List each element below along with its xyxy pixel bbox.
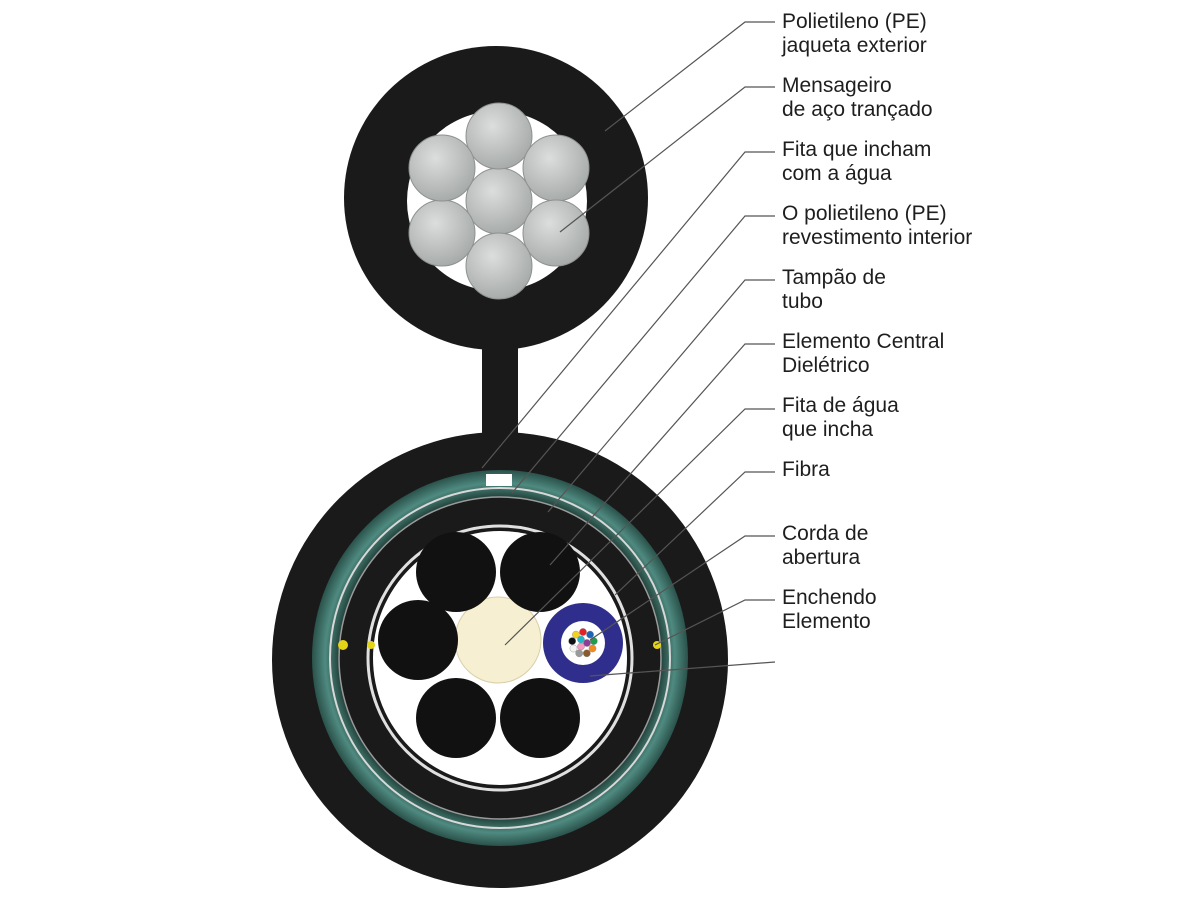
fiber-bundle [568,628,598,658]
figure-8-web [482,330,518,440]
filler-rods [378,532,580,758]
optical-fiber [579,628,587,636]
label-line: Enchendo [782,586,877,609]
steel-strand [522,199,590,267]
label-line: O polietileno (PE) [782,202,947,225]
label-pe-inner-sheath: O polietileno (PE) revestimento interior [782,202,1182,250]
filler-rod [500,678,580,758]
label-tube-plug: Tampão de tubo [782,266,1182,314]
label-filler: Enchendo Elemento [782,586,1182,634]
armor-overlap-gap [486,474,512,486]
leader-line-pe-jacket [604,21,775,132]
filler-rod [500,532,580,612]
inner-sheath-edge [338,496,662,820]
label-line: Fita de água [782,394,899,417]
label-line: Tampão de [782,266,886,289]
label-line: Elemento [782,610,871,633]
leader-line-filler [589,661,776,677]
optical-fiber [577,635,585,644]
label-water-swell-tape-1: Fita que incham com a água [782,138,1182,186]
label-line: revestimento interior [782,226,973,249]
leader-line-central-member [549,343,775,566]
messenger-section [344,46,648,350]
leader-line-central-member-2 [504,408,775,646]
steel-strand-center [465,167,533,235]
loose-tube [543,603,623,683]
ripcord-left-2 [367,641,375,649]
leader-line-tube-plug [547,279,775,513]
optical-fiber [575,649,584,658]
steel-strand [465,232,533,300]
steel-strand [465,102,533,170]
label-water-swell-tape-2: Fita de água que incha [782,394,1182,442]
optical-fiber [586,630,594,639]
water-swell-tape-outer [329,487,671,829]
optical-fiber [569,644,578,653]
label-line: Dielétrico [782,354,870,377]
label-central-member: Elemento Central Dielétrico [782,330,1182,378]
filler-rod [378,600,458,680]
leader-line-ripcord [654,599,775,646]
label-line: abertura [782,546,861,569]
optical-fiber [572,630,580,639]
filler-rod [416,678,496,758]
label-line: jaqueta exterior [782,34,927,57]
label-line: Fibra [782,458,830,481]
label-line: com a água [782,162,892,185]
label-line: que incha [782,418,874,441]
leader-line-pe-inner-sheath [511,215,775,494]
steel-strands [408,102,590,300]
water-swell-tape-inner [366,524,634,792]
label-line: Mensageiro [782,74,892,97]
steel-strand [522,134,590,202]
steel-strand [408,199,476,267]
label-line: Corda de [782,522,869,545]
filler-rod [416,532,496,612]
optical-fiber [583,649,591,658]
steel-strand [408,134,476,202]
label-fiber: Fibra [782,458,1182,482]
leader-line-water-swell-tape-2 [614,471,775,596]
label-line: Fita que incham [782,138,932,161]
leader-lines [481,21,776,677]
label-pe-jacket: Polietileno (PE) jaqueta exterior [782,10,1182,58]
label-ripcord: Corda de abertura [782,522,1182,570]
label-line: Elemento Central [782,330,945,353]
leader-line-steel-messenger [559,86,775,233]
ripcord-left [338,640,348,650]
label-line: de aço trançado [782,98,933,121]
optical-fiber [588,644,597,653]
label-line: Polietileno (PE) [782,10,927,33]
loose-tube-bore [561,621,605,665]
optical-fiber [568,637,577,645]
leader-line-water-swell-tape-1 [481,151,775,469]
label-line: tubo [782,290,823,313]
label-steel-messenger: Mensageiro de aço trançado [782,74,1182,122]
leader-line-fiber [589,535,775,641]
main-cable-section [272,432,728,888]
optical-fiber [583,639,591,647]
optical-fiber [577,642,585,651]
